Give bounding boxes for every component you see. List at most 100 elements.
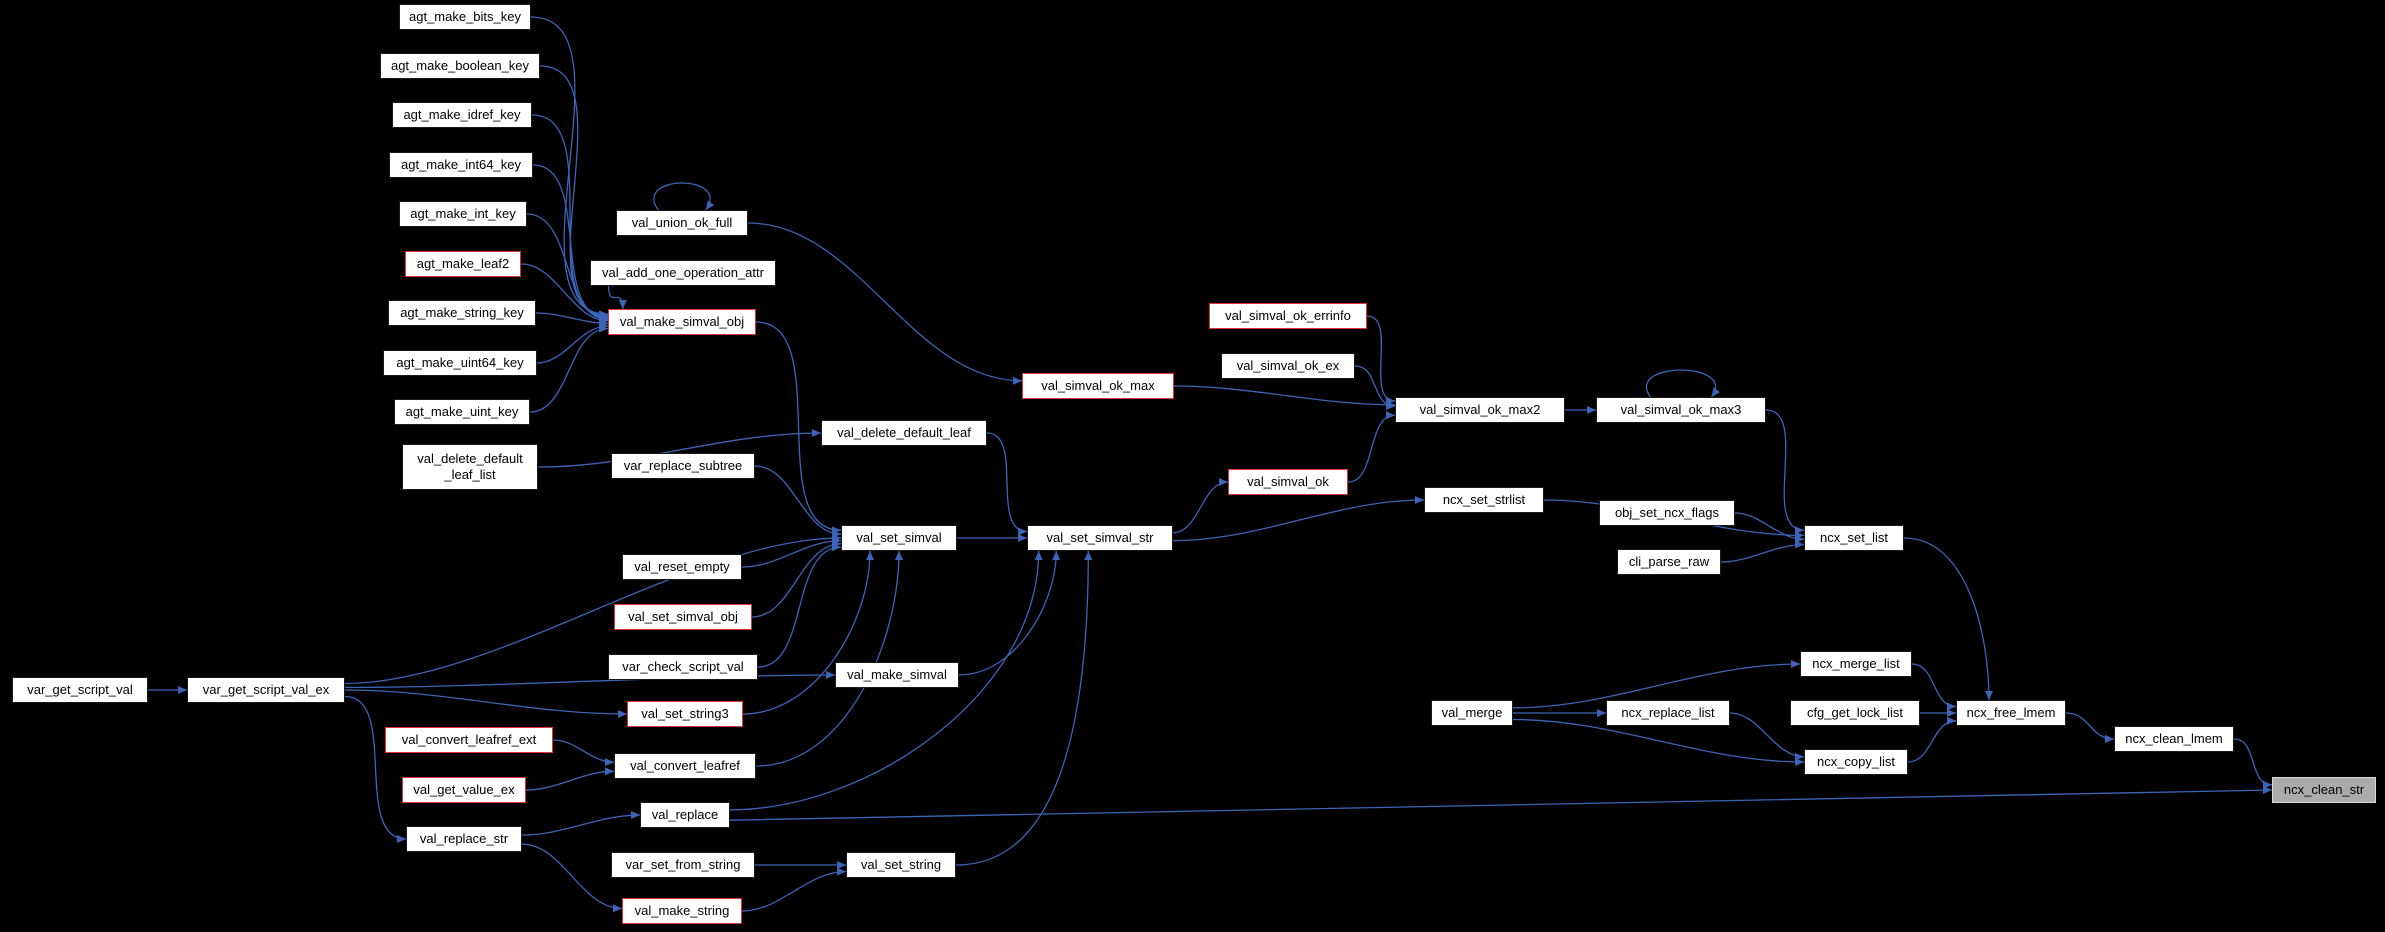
node-val_set_simval_str[interactable]: val_set_simval_str	[1027, 525, 1173, 551]
edge-val_reset_empty-to-val_set_simval	[741, 536, 842, 568]
node-agt_make_boolean_key[interactable]: agt_make_boolean_key	[380, 53, 540, 79]
node-val_simval_ok_max[interactable]: val_simval_ok_max	[1022, 373, 1174, 399]
edge-val_get_value_ex-to-val_convert_leafref	[525, 767, 615, 791]
node-agt_make_idref_key[interactable]: agt_make_idref_key	[392, 102, 532, 128]
node-val_union_ok_full[interactable]: val_union_ok_full	[616, 210, 748, 236]
node-val_convert_leafref[interactable]: val_convert_leafref	[614, 753, 756, 779]
node-val_simval_ok_ex[interactable]: val_simval_ok_ex	[1221, 353, 1355, 379]
edge-val_simval_ok-to-val_simval_ok_max2	[1347, 411, 1396, 483]
node-val_merge[interactable]: val_merge	[1431, 700, 1513, 726]
node-ncx_copy_list[interactable]: ncx_copy_list	[1804, 749, 1908, 775]
edge-val_simval_ok_max3-to-ncx_set_list	[1765, 409, 1805, 535]
edge-val_simval_ok_ex-to-val_simval_ok_max2	[1354, 365, 1396, 411]
edge-agt_make_bits_key-to-val_make_simval_obj	[530, 16, 609, 319]
edge-val_make_simval_obj-to-val_set_simval	[755, 321, 842, 535]
node-var_set_from_string[interactable]: var_set_from_string	[611, 852, 755, 878]
node-val_set_simval_obj[interactable]: val_set_simval_obj	[614, 604, 752, 630]
node-val_simval_ok_max2[interactable]: val_simval_ok_max2	[1395, 397, 1565, 423]
edge-agt_make_uint_key-to-val_make_simval_obj	[529, 324, 609, 413]
edge-val_convert_leafref-to-val_set_simval	[755, 550, 903, 767]
edge-val_convert_leafref_ext-to-val_convert_leafref	[552, 739, 615, 767]
edge-val_union_ok_full-to-val_simval_ok_max	[747, 222, 1023, 385]
node-var_check_script_val[interactable]: var_check_script_val	[608, 654, 758, 680]
node-val_make_simval_obj[interactable]: val_make_simval_obj	[608, 309, 756, 335]
node-agt_make_uint64_key[interactable]: agt_make_uint64_key	[383, 350, 537, 376]
node-agt_make_uint_key[interactable]: agt_make_uint_key	[394, 399, 530, 425]
node-agt_make_int_key[interactable]: agt_make_int_key	[399, 201, 527, 227]
node-val_replace[interactable]: val_replace	[640, 802, 730, 828]
node-val_make_simval[interactable]: val_make_simval	[835, 662, 959, 688]
edge-val_set_simval_obj-to-val_set_simval	[751, 539, 842, 618]
edge-agt_make_boolean_key-to-val_make_simval_obj	[539, 65, 609, 320]
node-cli_parse_raw[interactable]: cli_parse_raw	[1617, 549, 1721, 575]
node-val_add_one_operation_attr[interactable]: val_add_one_operation_attr	[590, 260, 776, 286]
node-val_replace_str[interactable]: val_replace_str	[406, 826, 522, 852]
edge-val_delete_default_leaf-to-val_set_simval_str	[986, 432, 1028, 536]
edge-ncx_merge_list-to-ncx_free_lmem	[1911, 663, 1957, 711]
edge-var_get_script_val_ex-to-val_set_simval	[344, 534, 842, 685]
edge-val_set_simval_str-to-val_simval_ok	[1172, 478, 1229, 534]
node-val_simval_ok_max3[interactable]: val_simval_ok_max3	[1596, 397, 1766, 423]
edge-agt_make_int_key-to-val_make_simval_obj	[526, 213, 609, 324]
node-val_set_string3[interactable]: val_set_string3	[627, 701, 743, 727]
node-val_delete_default_leaf[interactable]: val_delete_default_leaf	[821, 420, 987, 446]
node-agt_make_string_key[interactable]: agt_make_string_key	[388, 300, 536, 326]
edge-cli_parse_raw-to-ncx_set_list	[1720, 540, 1805, 563]
edge-var_get_script_val_ex-to-val_make_simval	[344, 671, 836, 689]
node-agt_make_int64_key[interactable]: agt_make_int64_key	[389, 152, 533, 178]
edge-obj_set_ncx_flags-to-ncx_set_list	[1734, 512, 1805, 544]
node-val_convert_leafref_ext[interactable]: val_convert_leafref_ext	[385, 727, 553, 753]
node-val_get_value_ex[interactable]: val_get_value_ex	[402, 777, 526, 803]
edge-var_get_script_val_ex-to-val_replace_str	[344, 695, 407, 843]
edge-val_set_string3-to-val_set_simval	[742, 550, 874, 715]
edge-var_get_script_val_ex-to-val_set_string3	[344, 689, 628, 718]
edge-val_replace-to-val_set_simval_str	[729, 550, 1043, 811]
node-val_set_simval[interactable]: val_set_simval	[841, 525, 957, 551]
node-var_get_script_val[interactable]: var_get_script_val	[12, 677, 148, 703]
node-val_delete_default_leaf_list[interactable]: val_delete_default _leaf_list	[402, 444, 538, 490]
edge-val_simval_ok_max3-self	[1646, 369, 1721, 398]
node-ncx_replace_list[interactable]: ncx_replace_list	[1606, 700, 1730, 726]
edge-var_replace_subtree-to-val_set_simval	[754, 465, 842, 539]
node-ncx_set_strlist[interactable]: ncx_set_strlist	[1424, 487, 1544, 513]
edge-ncx_set_list-to-ncx_free_lmem	[1903, 537, 1993, 701]
edge-val_merge-to-ncx_copy_list	[1512, 718, 1805, 766]
edge-val_union_ok_full-self	[653, 182, 715, 211]
node-ncx_set_list[interactable]: ncx_set_list	[1804, 525, 1904, 551]
edge-ncx_replace_list-to-ncx_copy_list	[1729, 712, 1805, 761]
node-cfg_get_lock_list[interactable]: cfg_get_lock_list	[1790, 700, 1920, 726]
edge-val_replace_str-to-val_replace	[521, 811, 641, 836]
edge-val_make_simval-to-val_set_simval_str	[958, 550, 1061, 676]
node-val_make_string[interactable]: val_make_string	[622, 898, 742, 924]
edge-ncx_clean_lmem-to-ncx_clean_str	[2233, 738, 2273, 789]
edge-val_simval_ok_max-to-val_simval_ok_max2	[1173, 385, 1396, 409]
node-agt_make_leaf2[interactable]: agt_make_leaf2	[405, 251, 521, 277]
node-var_get_script_val_ex[interactable]: var_get_script_val_ex	[187, 677, 345, 703]
edge-val_set_string-to-val_set_simval_str	[955, 550, 1093, 866]
node-agt_make_bits_key[interactable]: agt_make_bits_key	[399, 4, 531, 30]
edge-agt_make_int64_key-to-val_make_simval_obj	[532, 164, 609, 323]
edge-ncx_copy_list-to-ncx_free_lmem	[1907, 716, 1957, 763]
node-obj_set_ncx_flags[interactable]: obj_set_ncx_flags	[1599, 500, 1735, 526]
node-ncx_clean_str[interactable]: ncx_clean_str	[2272, 777, 2376, 803]
edge-val_simval_ok_errinfo-to-val_simval_ok_max2	[1366, 315, 1396, 405]
node-ncx_free_lmem[interactable]: ncx_free_lmem	[1956, 700, 2066, 726]
edge-val_add_one_operation_attr-to-val_make_simval_obj	[607, 285, 627, 310]
node-ncx_clean_lmem[interactable]: ncx_clean_lmem	[2114, 726, 2234, 752]
edge-var_check_script_val-to-val_set_simval	[757, 543, 842, 668]
node-var_replace_subtree[interactable]: var_replace_subtree	[611, 453, 755, 479]
edge-val_make_string-to-val_set_string	[741, 867, 847, 912]
edge-val_set_simval_str-to-ncx_set_strlist	[1172, 496, 1425, 542]
edge-agt_make_leaf2-to-val_make_simval_obj	[520, 263, 609, 325]
node-val_set_string[interactable]: val_set_string	[846, 852, 956, 878]
edge-val_merge-to-ncx_merge_list	[1512, 660, 1801, 709]
node-val_simval_ok[interactable]: val_simval_ok	[1228, 469, 1348, 495]
edge-ncx_free_lmem-to-ncx_clean_lmem	[2065, 712, 2115, 743]
edge-val_replace-to-ncx_clean_str	[729, 786, 2273, 821]
edge-val_delete_default_leaf_list-to-val_delete_default_leaf	[537, 429, 822, 468]
node-val_simval_ok_errinfo[interactable]: val_simval_ok_errinfo	[1209, 303, 1367, 329]
node-val_reset_empty[interactable]: val_reset_empty	[622, 554, 742, 580]
node-ncx_merge_list[interactable]: ncx_merge_list	[1800, 651, 1912, 677]
